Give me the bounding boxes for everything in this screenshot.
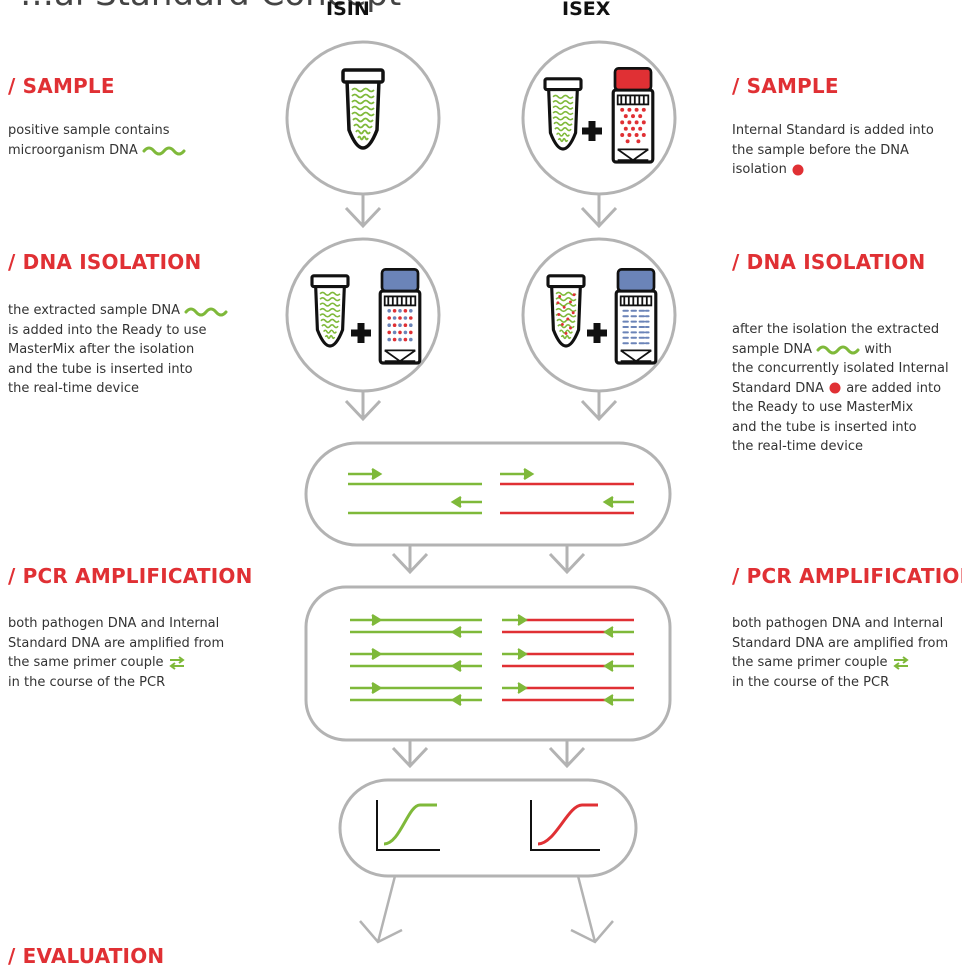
left-pcr-description: both pathogen DNA and Internal Standard … — [8, 614, 258, 692]
right-pcr-heading: / PCR AMPLIFICATION — [732, 564, 962, 588]
desc-line: the real-time device — [732, 439, 863, 454]
desc-line: the concurrently isolated Internal — [732, 361, 949, 376]
right-sample-heading: / SAMPLE — [732, 74, 839, 98]
desc-line: Internal Standard is added into — [732, 123, 934, 138]
right-pcr-description: both pathogen DNA and Internal Standard … — [732, 614, 960, 692]
desc-line: MasterMix after the isolation — [8, 342, 195, 357]
connectors — [344, 190, 618, 944]
desc-line: the real-time device — [8, 381, 139, 396]
desc-line: is added into the Ready to use — [8, 322, 207, 338]
dna-wave-icon — [816, 345, 860, 355]
isex-sample-circle — [521, 40, 677, 196]
desc-line: Standard DNA are added into — [732, 380, 942, 396]
desc-line: microorganism DNA — [8, 141, 248, 161]
desc-line: positive sample contains — [8, 123, 170, 138]
right-sample-description: Internal Standard is added into the samp… — [732, 121, 960, 180]
amplification-pill — [304, 585, 672, 742]
isex-amplification-curve — [530, 800, 600, 851]
desc-line: sample DNA with — [732, 341, 892, 357]
column-title-isin: ISIN — [326, 0, 370, 20]
desc-line: both pathogen DNA and Internal — [732, 616, 944, 631]
right-isolation-description: after the isolation the extracted sample… — [732, 320, 960, 457]
isex-isolation-circle — [521, 237, 677, 393]
right-isolation-heading: / DNA ISOLATION — [732, 250, 926, 274]
desc-line: both pathogen DNA and Internal — [8, 616, 220, 631]
internal-standard-vial-icon — [613, 68, 653, 162]
desc-line: the extracted sample DNA — [8, 301, 248, 321]
isin-isolation-circle — [285, 237, 441, 393]
template-strands-pill — [304, 441, 672, 547]
page-title: …al Standard Concept — [20, 0, 401, 14]
desc-line: the sample before the DNA — [732, 142, 909, 158]
column-title-isex: ISEX — [562, 0, 611, 20]
mastermix-vial-icon — [616, 269, 656, 363]
left-pcr-heading: / PCR AMPLIFICATION — [8, 564, 253, 588]
desc-line: Standard DNA are amplified from — [8, 635, 225, 651]
desc-line: the same primer couple — [8, 653, 258, 673]
desc-line: and the tube is inserted into — [732, 419, 917, 435]
desc-line: in the course of the PCR — [8, 674, 166, 690]
desc-line: and the tube is inserted into — [8, 361, 193, 377]
left-isolation-description: the extracted sample DNA is added into t… — [8, 301, 248, 399]
primer-couple-icon — [169, 655, 185, 670]
dna-wave-icon — [142, 146, 186, 156]
internal-standard-dot-icon — [829, 382, 841, 394]
left-sample-description: positive sample contains microorganism D… — [8, 121, 248, 160]
evaluation-curves-pill — [338, 778, 638, 878]
left-isolation-heading: / DNA ISOLATION — [8, 250, 202, 274]
isin-sample-circle — [285, 40, 441, 196]
desc-line: the same primer couple — [732, 653, 960, 673]
mastermix-vial-icon — [380, 269, 420, 363]
desc-line: in the course of the PCR — [732, 674, 890, 690]
primer-couple-icon — [893, 655, 909, 670]
desc-line: after the isolation the extracted — [732, 322, 940, 337]
left-sample-heading: / SAMPLE — [8, 74, 115, 98]
desc-line: the Ready to use MasterMix — [732, 400, 914, 415]
isin-amplification-curve — [376, 800, 440, 851]
desc-line: Standard DNA are amplified from — [732, 635, 949, 651]
desc-line: isolation — [732, 160, 960, 180]
dna-wave-icon — [184, 307, 228, 316]
internal-standard-dot-icon — [792, 164, 804, 175]
